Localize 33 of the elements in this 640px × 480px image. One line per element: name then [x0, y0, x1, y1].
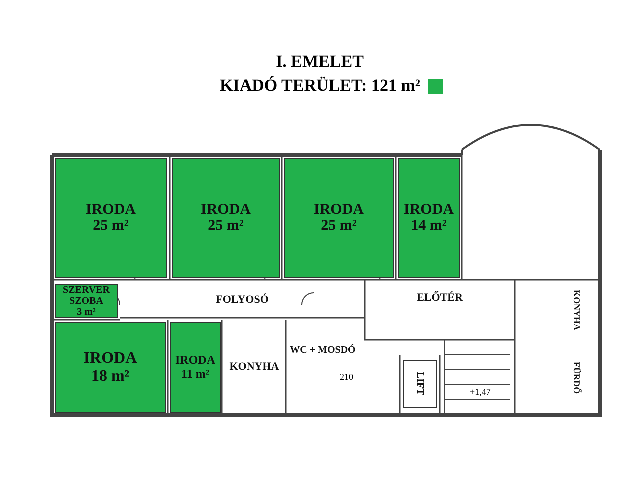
room-name: IRODA	[84, 350, 138, 368]
room-name: KONYHA	[571, 290, 581, 330]
office-room	[170, 322, 221, 413]
office-room	[398, 158, 460, 278]
legend-label: KIADÓ TERÜLET: 121 m²	[220, 76, 420, 96]
office-room	[284, 158, 394, 278]
server-room	[55, 284, 118, 318]
room-name: LIFT	[414, 372, 426, 396]
office-room	[55, 322, 166, 413]
office-room	[55, 158, 167, 278]
room-name: IRODA	[314, 202, 364, 218]
room-area: 11 m²	[182, 368, 210, 381]
dimension-label: +1,47	[470, 387, 491, 397]
room-area: 18 m²	[91, 368, 130, 386]
office-room	[172, 158, 280, 278]
room-name: FOLYOSÓ	[216, 294, 269, 307]
room-area: 25 m²	[93, 218, 129, 234]
room-name: KONYHA	[230, 361, 280, 374]
room-area: 14 m²	[411, 218, 447, 234]
room-name: IRODA	[404, 202, 454, 218]
room-name: ELŐTÉR	[417, 292, 463, 304]
plan-title: I. EMELET	[275, 52, 365, 72]
room-name: IRODA	[200, 202, 251, 218]
room-name: SZERVER SZOBA	[62, 284, 111, 306]
room-name: IRODA	[175, 354, 216, 368]
dimension-label: 210	[340, 372, 354, 382]
room-name: IRODA	[86, 202, 136, 218]
elevator	[403, 360, 437, 408]
room-name: FÜRDŐ	[571, 362, 581, 394]
room-area: 25 m²	[321, 218, 357, 234]
room-area: 25 m²	[208, 218, 244, 234]
room-area: 3 m²	[77, 306, 96, 318]
room-name: WC + MOSDÓ	[290, 344, 356, 356]
